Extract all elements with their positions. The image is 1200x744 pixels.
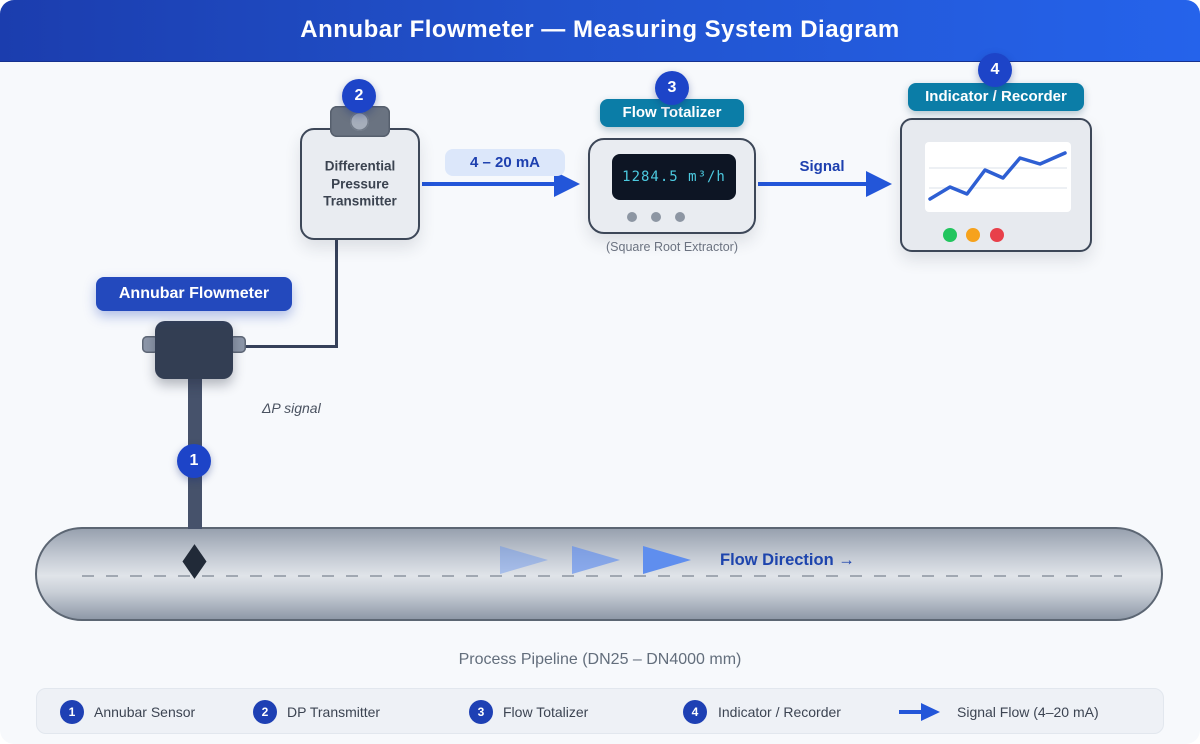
trend-line-icon: [928, 151, 1067, 201]
trend-chart-screen: [925, 142, 1071, 212]
sensor-right-ear: [229, 336, 246, 353]
legend-signal-arrow-icon: [899, 710, 923, 714]
sensor-transmitter-connector-vertical: [335, 240, 338, 347]
signal-arrow-line: [758, 182, 868, 186]
sensor-head: [155, 321, 233, 379]
legend-label-dp-transmitter: DP Transmitter: [287, 704, 381, 720]
step-badge-4: 4: [978, 53, 1012, 87]
indicator-recorder-box: [900, 118, 1092, 252]
flow-arrow-icon: [643, 546, 691, 574]
dp-transmitter-label: Differential Pressure Transmitter: [323, 158, 397, 209]
totalizer-caption: (Square Root Extractor): [606, 240, 738, 254]
flow-arrow-icon: [500, 546, 548, 574]
flow-totalizer-box: 1284.5 m³/h: [588, 138, 756, 234]
pipe-centerline: [82, 575, 1122, 577]
page-title: Annubar Flowmeter — Measuring System Dia…: [300, 16, 900, 43]
header-bar: Annubar Flowmeter — Measuring System Dia…: [0, 0, 1200, 62]
legend-badge-4: 4: [683, 700, 707, 724]
status-dot-orange-icon: [966, 228, 980, 242]
dp-signal-label: ΔP signal: [262, 400, 321, 416]
pipeline-caption: Process Pipeline (DN25 – DN4000 mm): [458, 651, 742, 668]
indicator-recorder-title: Indicator / Recorder: [908, 83, 1084, 111]
current-loop-arrow-line: [422, 182, 556, 186]
legend-label-flow-totalizer: Flow Totalizer: [503, 704, 589, 720]
signal-arrow-head-icon: [866, 171, 892, 197]
sensor-left-ear: [142, 336, 159, 353]
signal-label: Signal: [799, 158, 845, 175]
current-loop-chip: 4 – 20 mA: [445, 149, 565, 176]
legend-badge-3: 3: [469, 700, 493, 724]
legend-label-signal-flow: Signal Flow (4–20 mA): [957, 704, 1099, 720]
totalizer-display: 1284.5 m³/h: [612, 154, 736, 200]
totalizer-button-dot: [651, 212, 661, 222]
legend-badge-2: 2: [253, 700, 277, 724]
annubar-flowmeter-label: Annubar Flowmeter: [96, 277, 292, 311]
transmitter-port-icon: [350, 112, 369, 131]
legend-label-indicator-recorder: Indicator / Recorder: [718, 704, 841, 720]
legend-label-annubar-sensor: Annubar Sensor: [94, 704, 196, 720]
legend-signal-arrow-head-icon: [921, 703, 940, 721]
dp-transmitter-box: Differential Pressure Transmitter: [300, 128, 420, 240]
status-dot-red-icon: [990, 228, 1004, 242]
step-badge-1: 1: [177, 444, 211, 478]
step-badge-3: 3: [655, 71, 689, 105]
legend-badge-1: 1: [60, 700, 84, 724]
flow-arrow-icon: [572, 546, 620, 574]
flow-direction-label: Flow Direction →: [720, 551, 855, 569]
process-pipeline: Flow Direction →: [35, 527, 1163, 621]
legend-bar: 1 Annubar Sensor 2 DP Transmitter 3 Flow…: [36, 688, 1164, 734]
totalizer-button-dot: [627, 212, 637, 222]
step-badge-2: 2: [342, 79, 376, 113]
status-dot-green-icon: [943, 228, 957, 242]
sensor-transmitter-connector-horizontal: [240, 345, 338, 348]
totalizer-button-dot: [675, 212, 685, 222]
